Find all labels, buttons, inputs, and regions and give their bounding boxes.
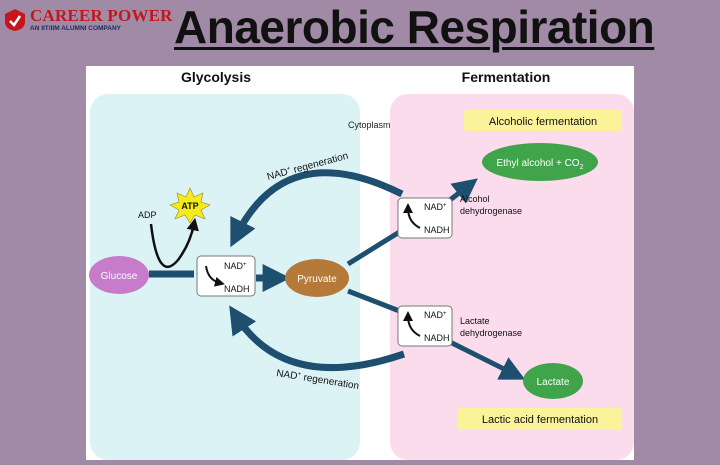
alcohol-cofactor-curve bbox=[403, 203, 421, 229]
glycolysis-cofactor-curve bbox=[205, 265, 225, 287]
atp-label: ATP bbox=[181, 201, 198, 211]
lactate-label: Lactate bbox=[537, 377, 570, 388]
lactate-cofactor-curve bbox=[403, 311, 421, 337]
glycolysis-nadh-label: NADH bbox=[224, 284, 250, 294]
lactic-fermentation-box bbox=[458, 408, 622, 430]
alcohol-nad-label: NAD+ bbox=[424, 202, 447, 212]
page-title: Anaerobic Respiration bbox=[174, 1, 655, 53]
lactate-nadh-label: NADH bbox=[424, 333, 450, 343]
glycolysis-nad-label: NAD+ bbox=[224, 261, 247, 271]
glucose-node bbox=[89, 256, 149, 294]
nad-regeneration-arc-bottom bbox=[229, 305, 406, 372]
alcohol-enzyme-line1: Alcohol bbox=[460, 194, 490, 204]
pyruvate-node bbox=[285, 259, 349, 297]
adp-label: ADP bbox=[138, 210, 157, 220]
career-power-logo: CAREER POWER AN IIT/IIM ALUMNI COMPANY bbox=[4, 6, 172, 34]
diagram-canvas: Glycolysis Fermentation Cytoplasm NAD+ r… bbox=[89, 69, 634, 460]
lactate-node bbox=[523, 363, 583, 399]
ethyl-alcohol-label: Ethyl alcohol + CO2 bbox=[496, 158, 583, 171]
logo-emblem-icon bbox=[5, 9, 25, 31]
fermentation-heading: Fermentation bbox=[462, 69, 551, 85]
glycolysis-heading: Glycolysis bbox=[181, 69, 251, 85]
nad-regeneration-arc-top bbox=[230, 169, 404, 248]
logo-name: CAREER POWER bbox=[30, 6, 173, 25]
ethyl-alcohol-node bbox=[482, 143, 598, 181]
lactate-enzyme-line1: Lactate bbox=[460, 316, 490, 326]
lactate-enzyme-line2: dehydrogenase bbox=[460, 328, 522, 338]
respiration-diagram: Glycolysis Fermentation Cytoplasm NAD+ r… bbox=[86, 66, 634, 460]
glucose-label: Glucose bbox=[101, 271, 138, 282]
alcoholic-fermentation-label: Alcoholic fermentation bbox=[489, 116, 597, 128]
logo-tagline: AN IIT/IIM ALUMNI COMPANY bbox=[30, 25, 121, 32]
alcohol-enzyme-line2: dehydrogenase bbox=[460, 206, 522, 216]
adp-to-atp-arrow bbox=[149, 217, 199, 268]
lactate-nad-label: NAD+ bbox=[424, 310, 447, 320]
cytoplasm-label: Cytoplasm bbox=[348, 120, 391, 130]
pyruvate-to-lactate-arrow bbox=[347, 288, 514, 374]
glycolysis-cofactor-box bbox=[196, 255, 256, 297]
pyruvate-label: Pyruvate bbox=[297, 274, 337, 285]
alcohol-nadh-label: NADH bbox=[424, 225, 450, 235]
atp-burst bbox=[169, 187, 211, 224]
alcoholic-fermentation-box bbox=[464, 110, 622, 131]
lactic-fermentation-label: Lactic acid fermentation bbox=[482, 414, 598, 426]
